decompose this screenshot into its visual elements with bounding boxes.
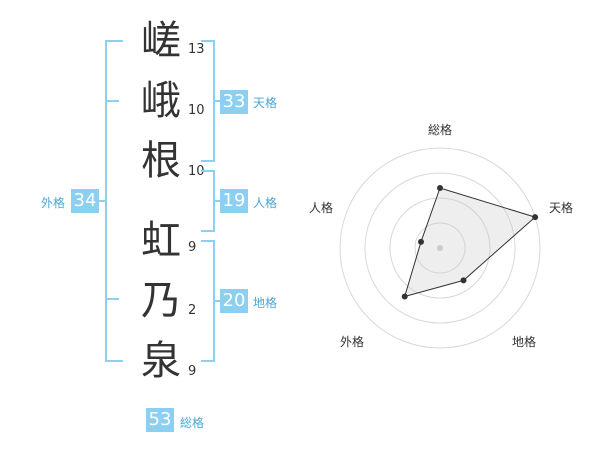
- name-char-1: 嵯: [141, 18, 181, 64]
- bracket-connector: [213, 100, 221, 102]
- tenkaku-value: 33: [220, 90, 248, 114]
- radar-point-2: [532, 214, 539, 221]
- chikaku-value: 20: [220, 289, 248, 313]
- name-char-3: 根: [141, 138, 181, 184]
- soukaku-label: 総格: [180, 416, 205, 430]
- radar-point-3: [460, 277, 467, 284]
- bracket-connector: [99, 200, 107, 202]
- bracket-connector: [213, 200, 221, 202]
- name-char-5: 乃: [141, 278, 181, 324]
- stroke-count-3: 10: [188, 164, 205, 179]
- name-char-6: 泉: [141, 338, 181, 384]
- bracket-tick: [105, 100, 119, 102]
- tenkaku-label: 天格: [253, 96, 278, 110]
- stroke-count-1: 13: [188, 42, 205, 57]
- stroke-count-6: 9: [188, 364, 197, 379]
- chikaku-label: 地格: [253, 296, 278, 310]
- stroke-count-5: 2: [188, 303, 197, 318]
- radar-axis-label-tenkaku: 天格: [549, 201, 574, 215]
- stroke-count-4: 9: [188, 240, 197, 255]
- name-char-4: 虹: [141, 218, 181, 264]
- stroke-count-2: 10: [188, 103, 205, 118]
- jinkaku-value: 19: [220, 189, 248, 213]
- jinkaku-label: 人格: [253, 196, 278, 210]
- radar-grid-ring: [364, 172, 516, 324]
- bracket-connector: [213, 300, 221, 302]
- radar-series-polygon: [403, 187, 537, 298]
- gaikaku-value: 34: [71, 189, 99, 213]
- gaikaku-label: 外格: [41, 196, 66, 210]
- bracket-tick: [105, 298, 119, 300]
- radar-axis-label-chikaku: 地格: [512, 335, 537, 349]
- name-char-2: 峨: [141, 78, 181, 124]
- radar-axis-label-gaikaku: 外格: [340, 335, 365, 349]
- radar-axis-label-jinkaku: 人格: [309, 201, 334, 215]
- radar-point-4: [401, 293, 408, 300]
- radar-axis-label-soukaku: 総格: [428, 123, 453, 137]
- radar-grid-ring: [339, 147, 541, 349]
- radar-grid-ring: [414, 222, 466, 274]
- radar-center-dot: [437, 245, 443, 251]
- soukaku-value: 53: [146, 408, 174, 432]
- radar-grid-ring: [389, 197, 491, 299]
- radar-point-1: [437, 185, 443, 191]
- radar-point-5: [417, 238, 424, 245]
